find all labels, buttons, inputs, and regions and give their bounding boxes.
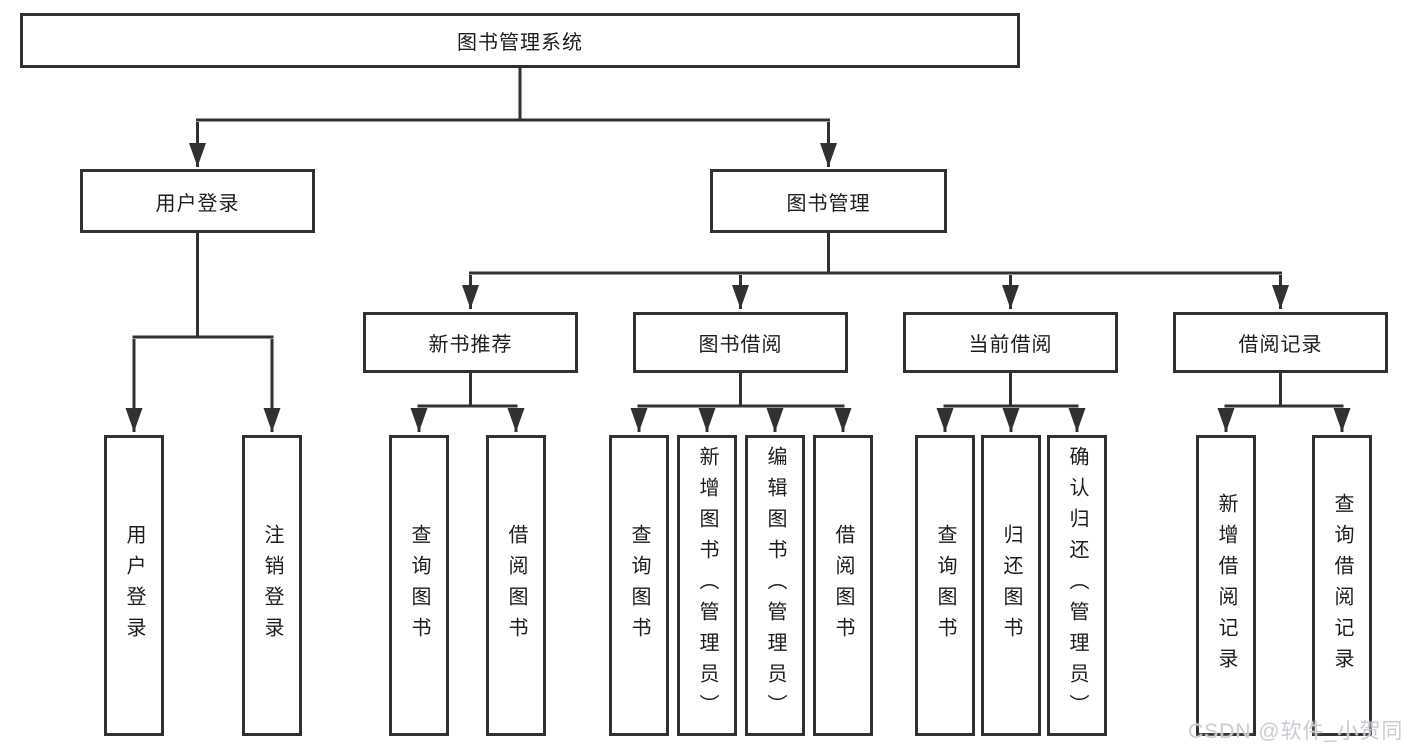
watermark: CSDN @软件_小贺同学 (1188, 720, 1405, 743)
leaf-confirm-return-admin-label: 确认归还（管理员） (1066, 446, 1088, 725)
leaf-borrow-books-newbook-label: 借阅图书 (505, 523, 527, 648)
leaf-query-books-current-label: 查询图书 (934, 523, 956, 648)
node-new-book-recommendation: 新书推荐 (363, 312, 578, 373)
leaf-add-books-admin-label: 新增图书（管理员） (696, 446, 718, 725)
leaf-borrow-books-label: 借阅图书 (832, 523, 854, 648)
node-borrowing-records: 借阅记录 (1173, 312, 1388, 373)
leaf-query-borrow-record: 查询借阅记录 (1312, 435, 1372, 736)
leaf-add-borrow-record: 新增借阅记录 (1196, 435, 1256, 736)
leaf-query-books-borrow: 查询图书 (609, 435, 669, 736)
leaf-return-books-label: 归还图书 (1000, 523, 1022, 648)
leaf-borrow-books: 借阅图书 (813, 435, 873, 736)
node-book-borrowing: 图书借阅 (633, 312, 848, 373)
leaf-query-books-current: 查询图书 (915, 435, 975, 736)
leaf-edit-books-admin: 编辑图书（管理员） (745, 435, 805, 736)
node-library-system: 图书管理系统 (20, 13, 1020, 68)
leaf-query-books-newbook-label: 查询图书 (408, 523, 430, 648)
leaf-query-books-borrow-label: 查询图书 (628, 523, 650, 648)
leaf-return-books: 归还图书 (981, 435, 1041, 736)
leaf-add-borrow-record-label: 新增借阅记录 (1215, 492, 1237, 679)
node-book-management: 图书管理 (710, 169, 947, 233)
leaf-logout: 注销登录 (242, 435, 302, 736)
leaf-user-login: 用户登录 (104, 435, 164, 736)
node-user-login: 用户登录 (80, 169, 315, 233)
leaf-logout-label: 注销登录 (261, 523, 283, 648)
leaf-query-books-newbook: 查询图书 (389, 435, 449, 736)
leaf-edit-books-admin-label: 编辑图书（管理员） (764, 446, 786, 725)
leaf-confirm-return-admin: 确认归还（管理员） (1047, 435, 1107, 736)
leaf-borrow-books-newbook: 借阅图书 (486, 435, 546, 736)
leaf-add-books-admin: 新增图书（管理员） (677, 435, 737, 736)
leaf-query-borrow-record-label: 查询借阅记录 (1331, 492, 1353, 679)
leaf-user-login-label: 用户登录 (123, 523, 145, 648)
node-current-borrowing: 当前借阅 (903, 312, 1118, 373)
